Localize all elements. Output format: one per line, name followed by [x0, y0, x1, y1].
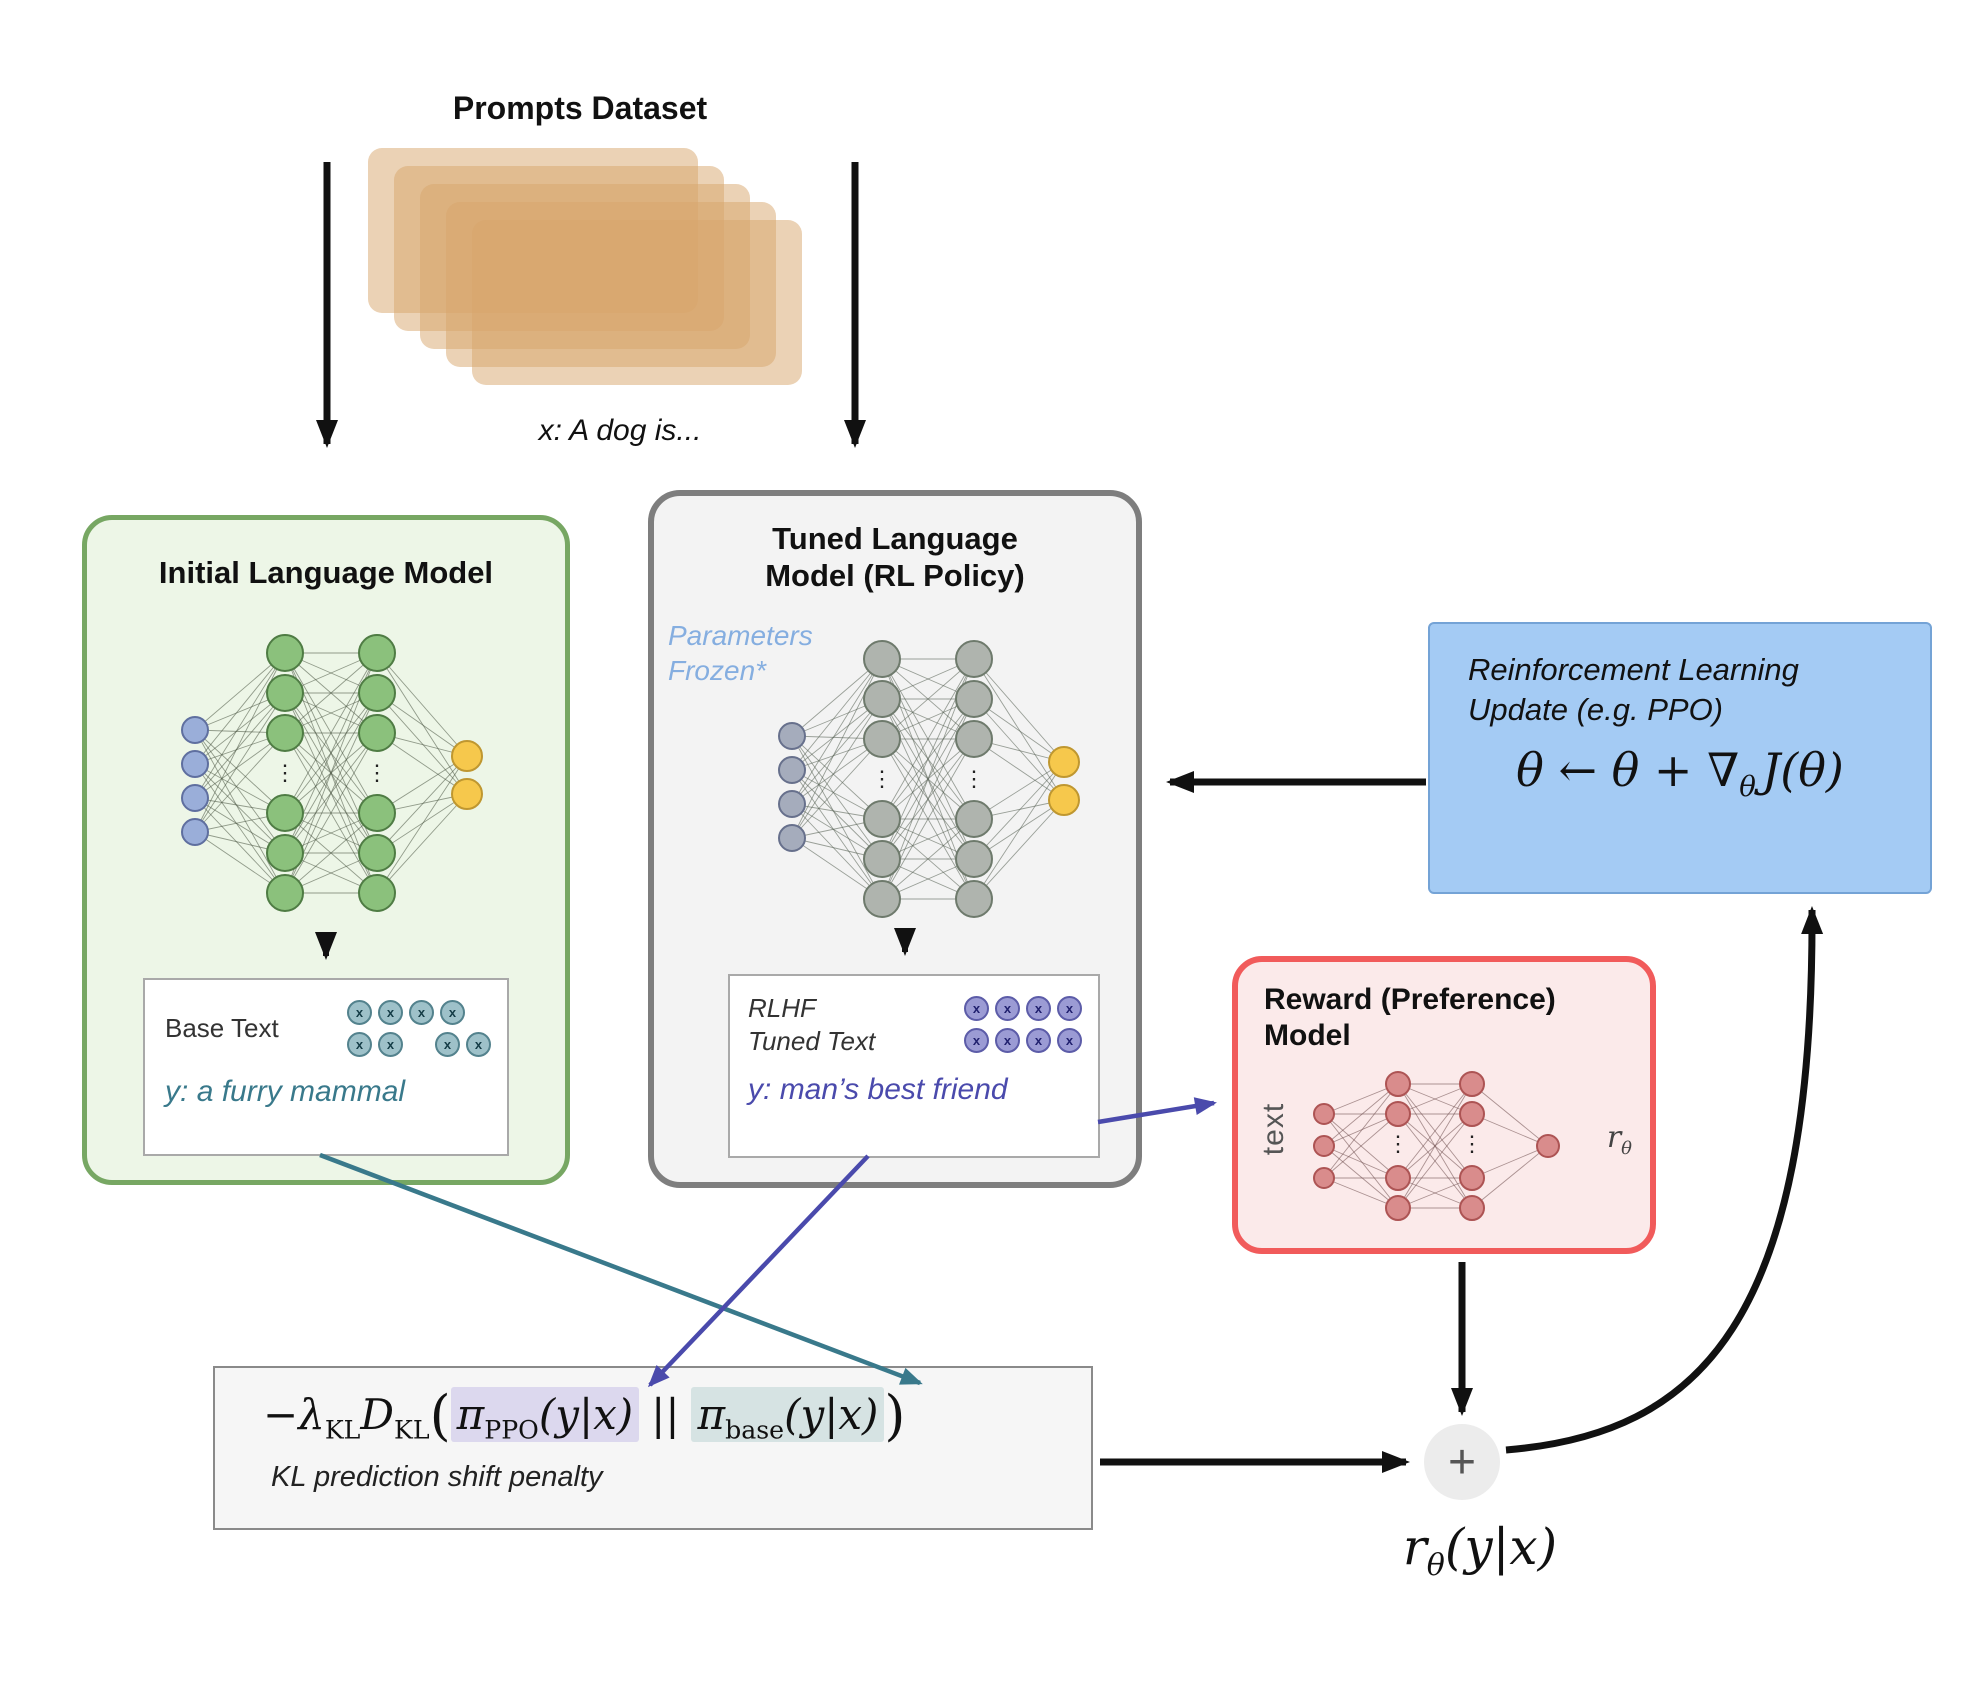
svg-text:⋮: ⋮: [1387, 1131, 1409, 1156]
kl-penalty-box: −λKLDKL(πPPO(y|x)||πbase(y|x)) KL predic…: [213, 1366, 1093, 1530]
token-x-icon: x: [964, 1028, 989, 1053]
svg-text:⋮: ⋮: [366, 760, 388, 785]
arrow-base-text-to-kl: [319, 1152, 923, 1386]
token-x-icon: x: [440, 1000, 465, 1025]
token-x-icon: x: [1057, 1028, 1082, 1053]
prompt-example-body: A dog is...: [569, 414, 702, 447]
kl-formula: −λKLDKL(πPPO(y|x)||πbase(y|x)): [263, 1384, 906, 1447]
parameters-frozen-note: Parameters Frozen*: [668, 620, 813, 686]
reward-input-text-label: text: [1257, 1102, 1290, 1156]
token-x-icon: x: [964, 996, 989, 1021]
rl-update-box: Reinforcement Learning Update (e.g. PPO)…: [1428, 622, 1932, 894]
tuned-model-title-line2: Model (RL Policy): [765, 558, 1025, 594]
svg-text:⋮: ⋮: [274, 760, 296, 785]
reward-output-label: rθ: [1606, 1120, 1632, 1159]
token-x-icon: x: [378, 1032, 403, 1057]
token-x-icon: x: [995, 996, 1020, 1021]
rlhf-text-box: RLHF Tuned Text x x x x x x x x: [728, 974, 1100, 1158]
tuned-output-text: y: man’s best friend: [748, 1073, 1008, 1106]
tuned-model-title-line1: Tuned Language: [772, 521, 1018, 556]
rlhf-text-tokens: x x x x x x x x: [964, 996, 1082, 1053]
token-x-icon: x: [378, 1000, 403, 1025]
svg-text:⋮: ⋮: [1461, 1131, 1483, 1156]
token-x-icon: x: [1057, 996, 1082, 1021]
tuned-model-network: ⋮⋮: [778, 640, 1080, 918]
token-x-icon: x: [1026, 1028, 1051, 1053]
reward-model-title: Reward (Preference) Model: [1264, 983, 1556, 1052]
rlhf-text-label: RLHF Tuned Text: [748, 993, 876, 1056]
reward-model-network: ⋮⋮: [1313, 1071, 1560, 1221]
prompts-card-stack: [368, 148, 808, 388]
base-text-label: Base Text: [165, 1013, 279, 1044]
prompt-example-text: x: A dog is...: [470, 414, 770, 448]
token-x-icon: x: [347, 1032, 372, 1057]
token-x-icon: x: [347, 1000, 372, 1025]
base-text-tokens: x x x x x x x x: [347, 1000, 491, 1057]
kl-pi-ppo-term: πPPO(y|x): [450, 1387, 640, 1444]
token-x-icon: x: [1026, 996, 1051, 1021]
token-x-icon: x: [995, 1028, 1020, 1053]
rl-update-title: Reinforcement Learning Update (e.g. PPO): [1468, 652, 1799, 728]
base-text-box: Base Text x x x x x x x x: [143, 978, 509, 1156]
reward-preference-model-box: Reward (Preference) Model text ⋮⋮ rθ: [1232, 956, 1656, 1254]
token-x-icon: x: [466, 1032, 491, 1057]
kl-caption: KL prediction shift penalty: [271, 1461, 603, 1493]
initial-language-model-box: Initial Language Model ⋮⋮ Base Text x x …: [82, 515, 570, 1185]
reward-score-formula: rθ(y|x): [1402, 1518, 1558, 1583]
prompts-dataset-title: Prompts Dataset: [452, 90, 708, 126]
svg-text:⋮: ⋮: [963, 766, 985, 791]
initial-model-network: ⋮⋮: [181, 634, 483, 912]
token-x-icon: x: [435, 1032, 460, 1057]
initial-model-title: Initial Language Model: [158, 555, 494, 590]
base-output-text: y: a furry mammal: [165, 1075, 406, 1108]
sum-node: +: [1424, 1424, 1500, 1500]
token-x-icon: x: [409, 1000, 434, 1025]
prompt-example-prefix: x:: [538, 414, 562, 447]
svg-text:⋮: ⋮: [871, 766, 893, 791]
prompt-card: [472, 220, 802, 385]
arrow-tuned-text-to-kl: [647, 1154, 870, 1388]
kl-pi-base-term: πbase(y|x): [691, 1387, 885, 1444]
tuned-language-model-box: Tuned Language Model (RL Policy) Paramet…: [648, 490, 1142, 1188]
